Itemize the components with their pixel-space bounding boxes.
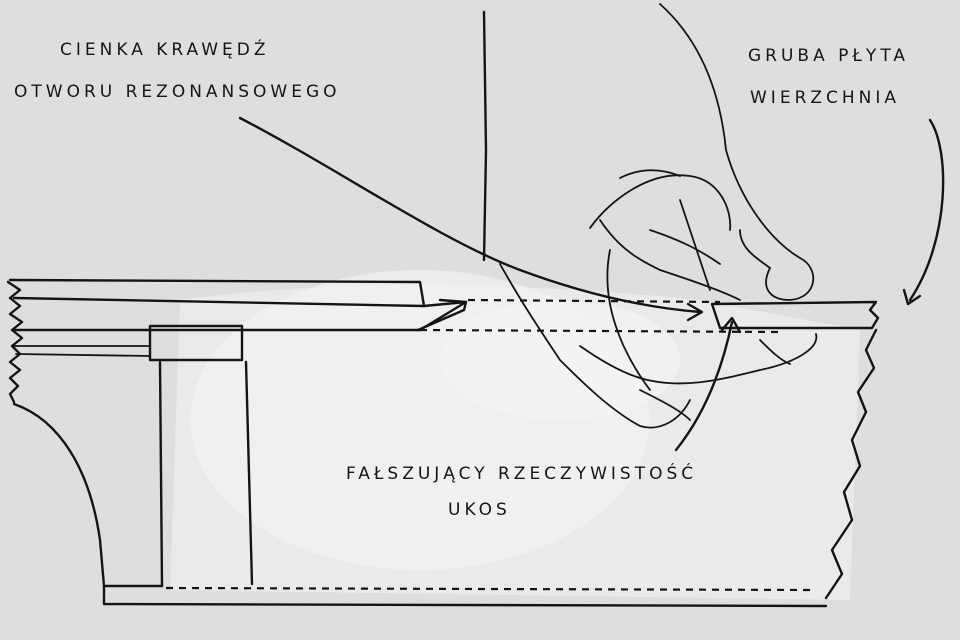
label-thin-edge-line2: OTWORU REZONANSOWEGO [14, 82, 341, 102]
side-inner [158, 360, 164, 588]
lining-block [148, 324, 244, 362]
arrow-thin-edge [238, 116, 702, 314]
hole-dash-bottom [419, 328, 781, 334]
label-thin-edge-line1: CIENKA KRAWĘDŹ [60, 40, 270, 60]
hole-dash-top [467, 298, 721, 304]
rib-line [13, 345, 151, 357]
arrow-thick-top-head [902, 288, 922, 306]
bottom-dash [165, 586, 811, 592]
hand-sketch [499, 3, 818, 429]
side-outer [244, 360, 254, 586]
label-thick-top-line1: GRUBA PŁYTA [748, 46, 910, 66]
top-plate-right [710, 300, 880, 330]
thin-edge [416, 300, 468, 332]
label-bevel-line1: FAŁSZUJĄCY RZECZYWISTOŚĆ [346, 464, 698, 484]
arrow-thick-top [908, 118, 945, 302]
arrow-bevel-head [720, 316, 742, 334]
top-plate-lower [12, 298, 468, 332]
arrow-thin-edge-head [686, 302, 704, 322]
top-plate-upper [8, 278, 426, 308]
body-right-edge [824, 328, 878, 600]
speckle-area [170, 270, 860, 600]
body-left-edge [6, 280, 24, 404]
body-left-curve [12, 402, 164, 588]
label-bevel-line2: UKOS [448, 500, 511, 520]
arrow-bevel [674, 320, 734, 452]
vertical-guide [482, 10, 488, 262]
bottom-plate [102, 584, 828, 608]
label-thick-top-line2: WIERZCHNIA [750, 88, 901, 108]
